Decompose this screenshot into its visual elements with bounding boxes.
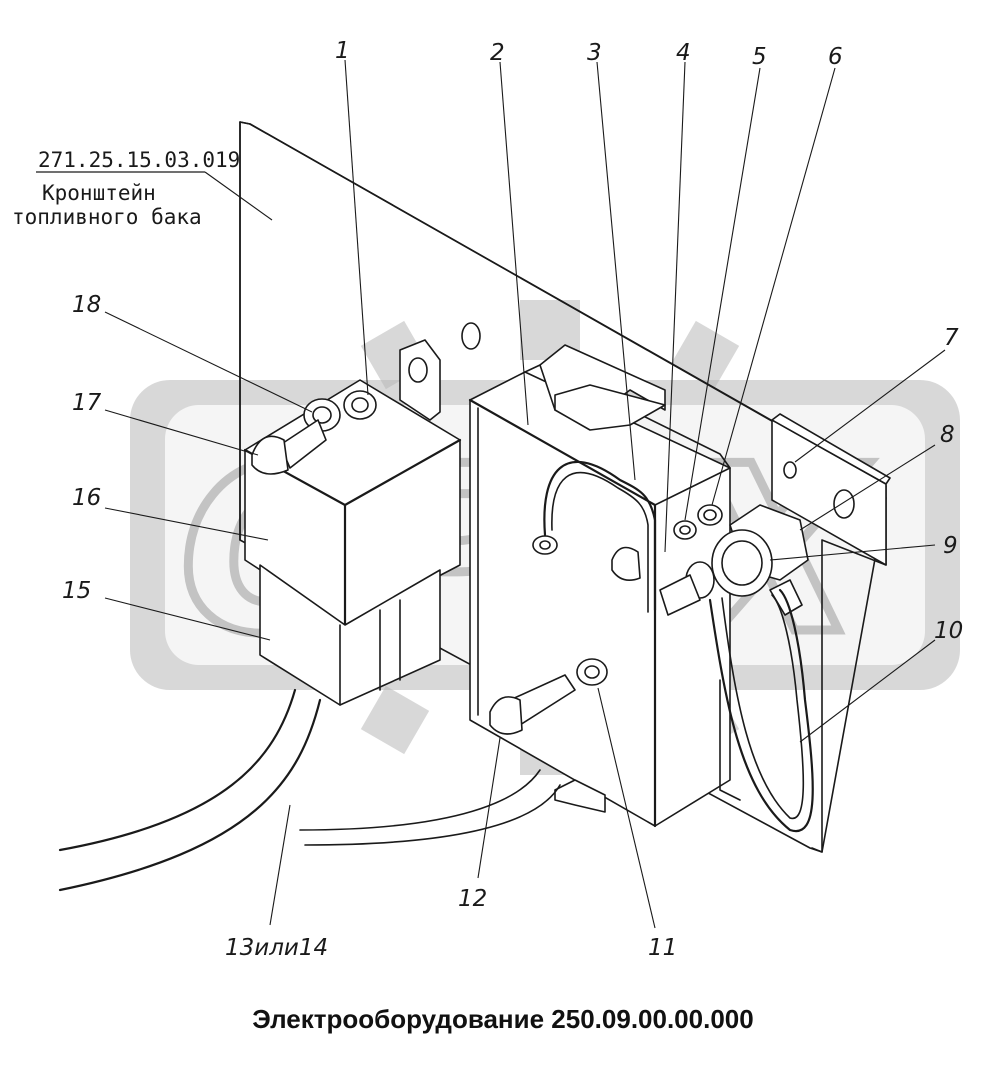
callout-2: 2	[490, 40, 505, 66]
relay	[243, 339, 462, 706]
callout-10: 10	[934, 618, 963, 644]
callout-5: 5	[752, 44, 767, 70]
drawing-caption: Электрооборудование 250.09.00.00.000	[252, 1004, 753, 1034]
callout-4: 4	[676, 40, 691, 66]
callout-7: 7	[944, 325, 959, 351]
bracket-note: 271.25.15.03.019 Кронштейн топливного ба…	[12, 148, 240, 229]
side-bracket	[771, 413, 891, 566]
callout-6: 6	[828, 44, 843, 70]
bracket-name-line1: Кронштейн	[42, 181, 156, 205]
wire-loop	[532, 460, 723, 613]
wiring-harness	[58, 688, 561, 892]
cable-loop	[708, 588, 814, 833]
callout-numbers: 1 2 3 4 5 6 7 8 9 10 11 12 13или14 15 16…	[62, 38, 963, 961]
callout-9: 9	[943, 533, 958, 559]
callout-leaders	[104, 59, 946, 929]
callout-1: 1	[335, 38, 350, 64]
callout-15: 15	[62, 578, 91, 604]
callout-18: 18	[72, 292, 101, 318]
bracket-code: 271.25.15.03.019	[38, 148, 240, 172]
callout-8: 8	[940, 422, 955, 448]
sensor-connector	[659, 504, 809, 616]
callout-11: 11	[648, 935, 677, 961]
bolt-and-washer	[489, 658, 608, 735]
callout-16: 16	[72, 485, 101, 511]
callout-12: 12	[458, 886, 487, 912]
callout-13-14: 13или14	[225, 935, 328, 961]
bracket-name-line2: топливного бака	[12, 205, 202, 229]
callout-3: 3	[587, 40, 602, 66]
callout-17: 17	[72, 390, 102, 416]
